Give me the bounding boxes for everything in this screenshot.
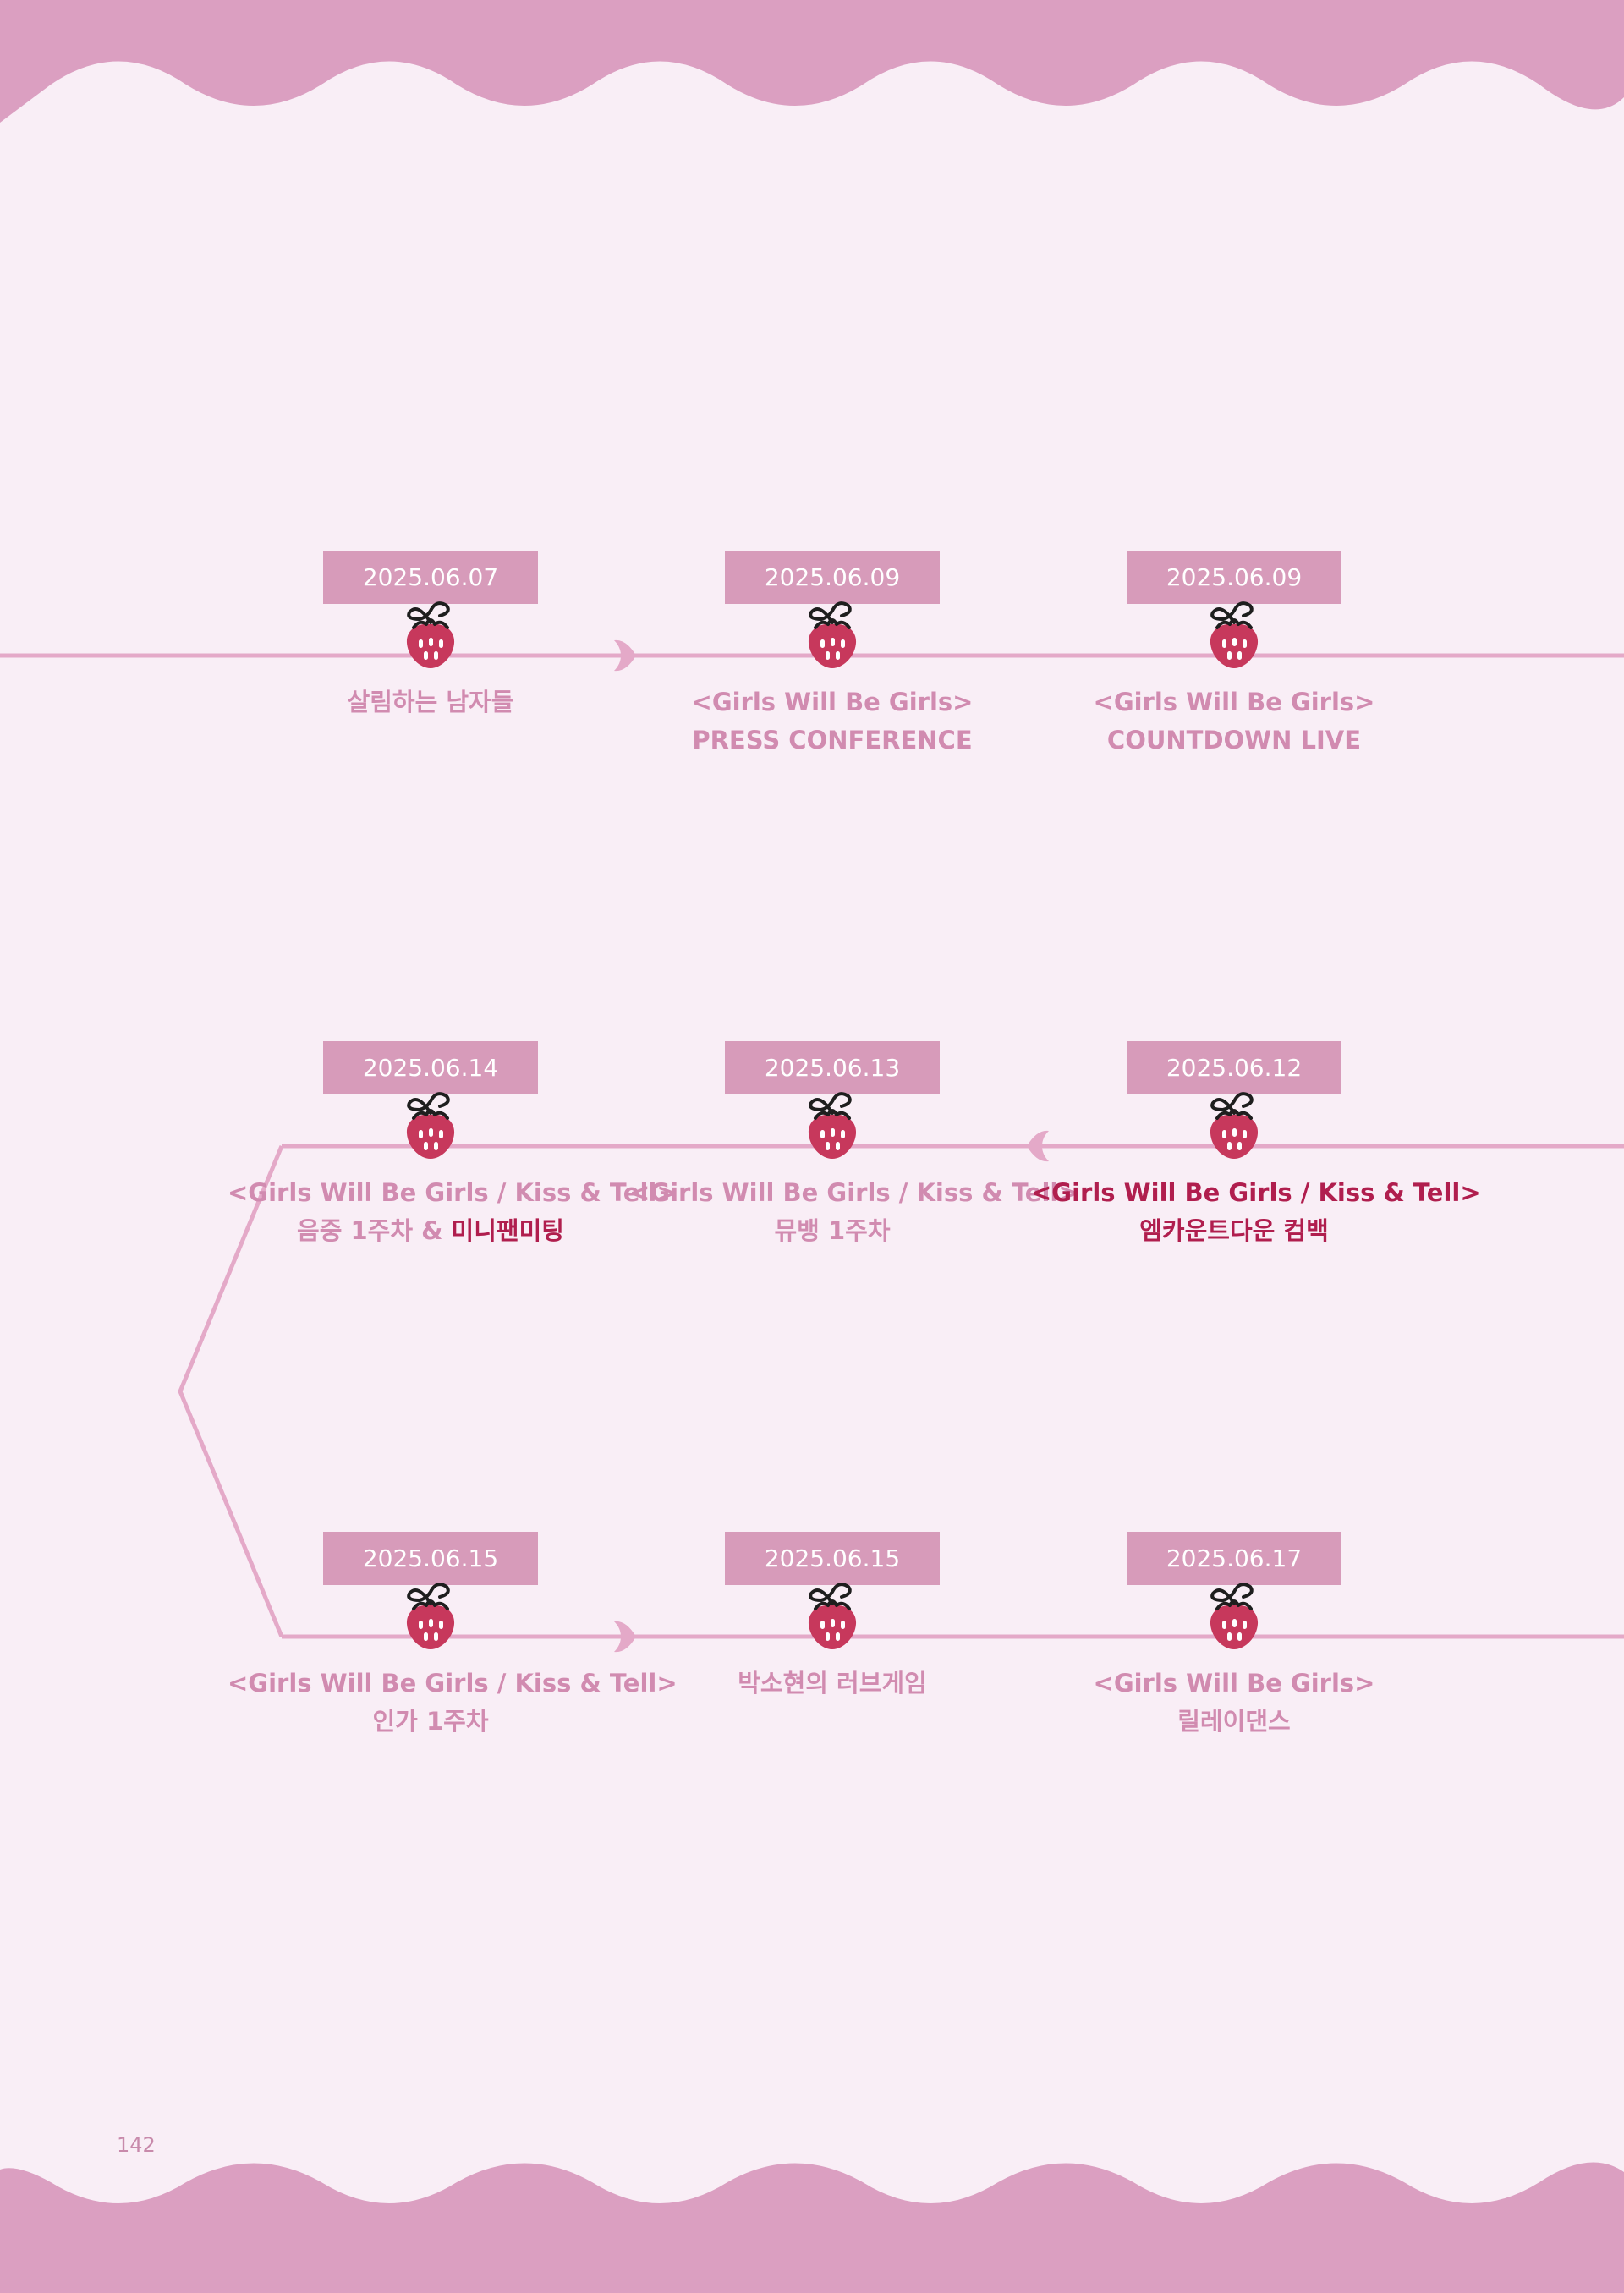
event-title: 살림하는 남자들 (228, 683, 634, 721)
strawberry-icon (1208, 601, 1260, 670)
event-title-line1: 살림하는 남자들 (347, 688, 514, 716)
event-date: 2025.06.12 (1127, 1041, 1341, 1094)
event-date: 2025.06.09 (725, 551, 940, 604)
strawberry-icon (806, 1092, 859, 1160)
event-item-row2-col2: 2025.06.13 <Girls Will Be Girls / Kiss &… (629, 1041, 1079, 1250)
event-title-line2: PRESS CONFERENCE (692, 726, 973, 754)
bottom-wave-shape (0, 2162, 1624, 2293)
event-date: 2025.06.15 (323, 1532, 538, 1585)
event-date: 2025.06.13 (725, 1041, 940, 1094)
event-title-line2: COUNTDOWN LIVE (1106, 726, 1362, 754)
event-date: 2025.06.09 (1127, 551, 1341, 604)
strawberry-icon (806, 601, 859, 670)
event-title-line1: <Girls Will Be Girls / Kiss & Tell> (228, 1178, 678, 1207)
strawberry-icon (806, 1583, 859, 1651)
event-title-line1: <Girls Will Be Girls> (691, 688, 974, 716)
timeline-lines (0, 653, 1624, 1639)
event-title-line2-text: 음중 1주차 & (297, 1216, 452, 1245)
top-wave-shape (0, 0, 1624, 123)
event-title: <Girls Will Be Girls> 릴레이댄스 (1031, 1665, 1437, 1741)
event-item-row1-col1: 2025.06.07 살림하는 남자들 (228, 551, 634, 721)
event-title: <Girls Will Be Girls / Kiss & Tell> 음중 1… (228, 1174, 678, 1250)
bottom-wave-border (0, 2162, 1624, 2293)
event-item-row1-col3: 2025.06.09 <Girls Will Be Girls> COUNTDO… (1031, 551, 1437, 760)
event-date: 2025.06.17 (1127, 1532, 1341, 1585)
event-item-row2-col3: 2025.06.12 <Girls Will Be Girls / Kiss &… (1031, 1041, 1481, 1250)
event-title: 박소현의 러브게임 (629, 1665, 1035, 1703)
event-title-line1: <Girls Will Be Girls / Kiss & Tell> (228, 1669, 678, 1698)
page-number: 142 (117, 2133, 156, 2157)
heart-arrow-icon-row1 (614, 639, 636, 672)
event-item-row3-col1: 2025.06.15 <Girls Will Be Girls / Kiss &… (228, 1532, 678, 1741)
event-title-line1: <Girls Will Be Girls> (1093, 1669, 1375, 1698)
event-date: 2025.06.07 (323, 551, 538, 604)
strawberry-icon (1208, 1092, 1260, 1160)
strawberry-icon (404, 1092, 457, 1160)
event-title-line2: 엠카운트다운 컴백 (1139, 1216, 1329, 1245)
event-item-row3-col2: 2025.06.15 박소현의 러브게임 (629, 1532, 1035, 1703)
event-title: <Girls Will Be Girls> COUNTDOWN LIVE (1031, 683, 1437, 760)
event-title-line2: 릴레이댄스 (1177, 1707, 1291, 1736)
event-title-highlight: 미니팬미팅 (451, 1216, 564, 1245)
event-title: <Girls Will Be Girls> PRESS CONFERENCE (629, 683, 1035, 760)
heart-arrow-icon-row3 (614, 1621, 636, 1653)
top-wave-border (0, 0, 1624, 123)
event-title: <Girls Will Be Girls / Kiss & Tell> 인가 1… (228, 1665, 678, 1741)
heart-arrow-icon-row2 (1027, 1130, 1049, 1162)
event-title: <Girls Will Be Girls / Kiss & Tell> 뮤뱅 1… (629, 1174, 1079, 1250)
strawberry-icon (1208, 1583, 1260, 1651)
event-item-row2-col1: 2025.06.14 <Girls Will Be Girls / Kiss &… (228, 1041, 678, 1250)
event-title-line1: <Girls Will Be Girls / Kiss & Tell> (1031, 1178, 1481, 1207)
event-title-line1: <Girls Will Be Girls / Kiss & Tell> (629, 1178, 1079, 1207)
event-title-line2: 뮤뱅 1주차 (774, 1216, 891, 1245)
event-title-highlighted: <Girls Will Be Girls / Kiss & Tell> 엠카운트… (1031, 1174, 1481, 1250)
event-item-row3-col3: 2025.06.17 <Girls Will Be Girls> 릴레이댄스 (1031, 1532, 1437, 1741)
strawberry-icon (404, 601, 457, 670)
event-date: 2025.06.14 (323, 1041, 538, 1094)
event-item-row1-col2: 2025.06.09 <Girls Will Be Girls> PRESS C… (629, 551, 1035, 760)
event-title-line2: 인가 1주차 (372, 1707, 489, 1736)
event-date: 2025.06.15 (725, 1532, 940, 1585)
strawberry-icon (404, 1583, 457, 1651)
event-title-line1: 박소현의 러브게임 (738, 1669, 927, 1698)
event-title-line1: <Girls Will Be Girls> (1093, 688, 1375, 716)
timeline-connector (178, 1145, 284, 1637)
event-title-line2: 음중 1주차 & 미니팬미팅 (228, 1212, 634, 1250)
